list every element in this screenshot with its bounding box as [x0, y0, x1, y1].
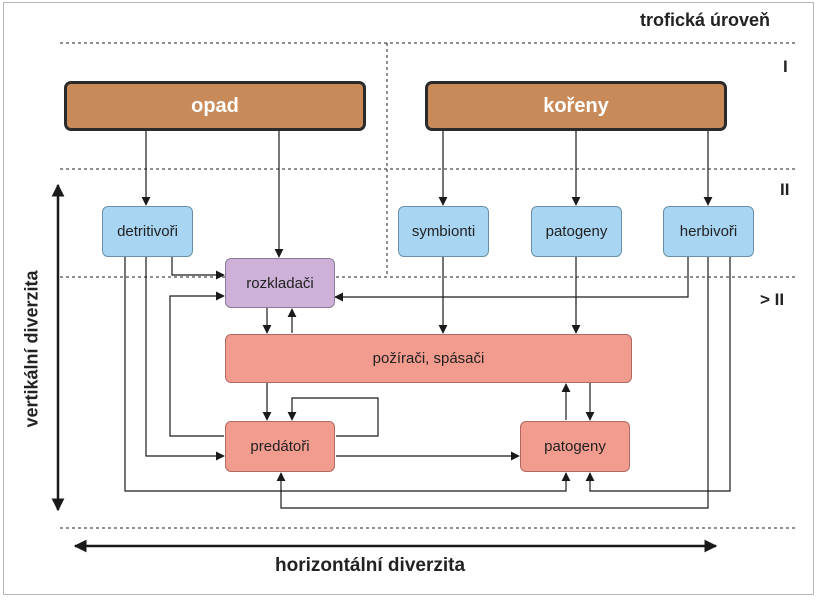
symbionts-box: symbionti [398, 206, 489, 257]
litter-label: opad [191, 94, 239, 117]
grazers-label: požírači, spásači [372, 350, 485, 367]
detritivores-box: detritivoři [102, 206, 193, 257]
decomposers-box: rozkladači [225, 258, 335, 308]
roots-box: kořeny [425, 81, 727, 131]
herbivores-label: herbivoři [679, 223, 738, 240]
detritivores-label: detritivoři [117, 223, 178, 240]
level2-pathogens-label: patogeny [545, 223, 608, 240]
level-2-label: II [780, 180, 790, 199]
level-3-label: > II [760, 290, 785, 309]
level2-pathogens-box: patogeny [531, 206, 622, 257]
arrow-herbivores-predators [276, 257, 709, 509]
vertical-axis-label: vertikální diverzita [21, 270, 42, 428]
trophic-level-title: trofická úroveň [640, 10, 771, 30]
predators-box: predátoři [225, 421, 335, 472]
roots-label: kořeny [543, 94, 609, 117]
herbivores-box: herbivoři [663, 206, 754, 257]
level3-pathogens-box: patogeny [520, 421, 630, 472]
symbionts-label: symbionti [411, 223, 476, 240]
arrow-predators-decomposers [169, 291, 225, 437]
grazers-box: požírači, spásači [225, 334, 632, 383]
horizontal-axis-label: horizontální diverzita [275, 555, 466, 576]
arrow-detritivores-decomposers [171, 257, 225, 280]
predators-label: predátoři [250, 438, 310, 455]
level3-pathogens-label: patogeny [544, 438, 606, 455]
decomposers-label: rozkladači [246, 274, 314, 292]
arrow-detritivores-predators [145, 257, 225, 461]
arrow-herbivores-pathogens-lower [585, 257, 731, 492]
arrow-predator-loop [287, 397, 379, 437]
litter-box: opad [64, 81, 366, 131]
arrow-detritivores-pathogens [124, 257, 571, 492]
level-1-label: I [783, 57, 788, 76]
arrow-herbivores-decomposers [334, 257, 689, 302]
